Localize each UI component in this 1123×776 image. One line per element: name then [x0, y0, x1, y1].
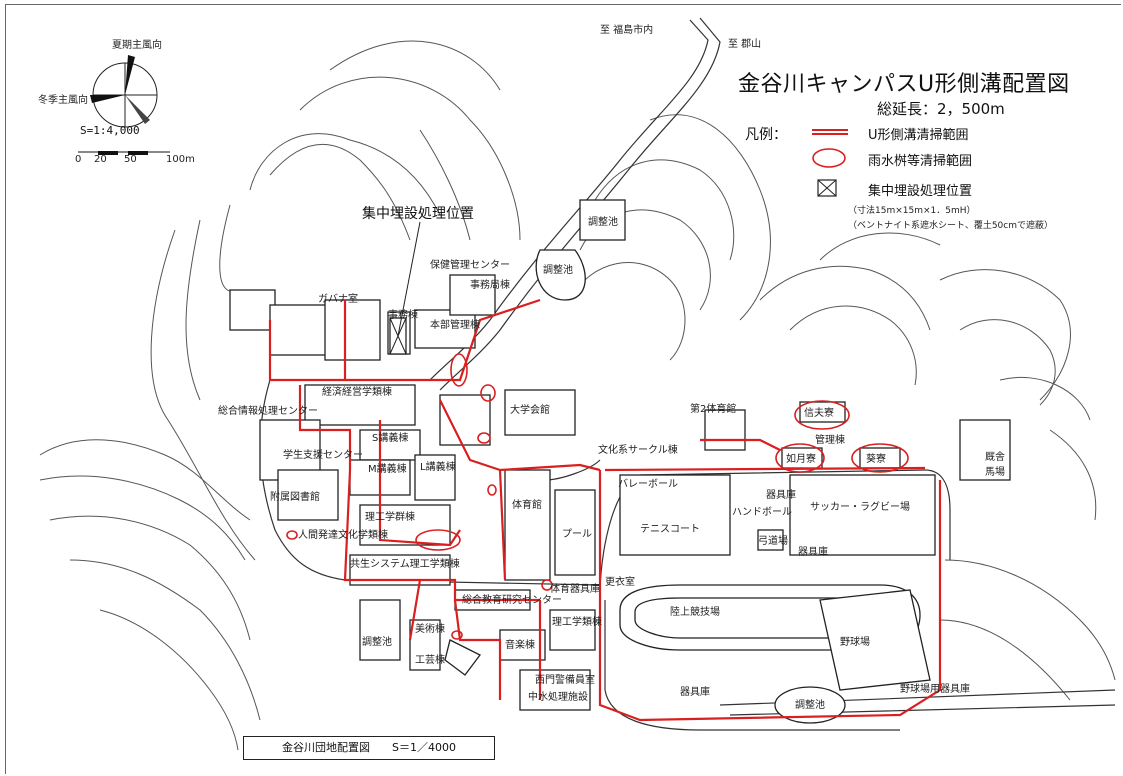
label-tennis: テニスコート — [640, 524, 700, 535]
label-storage-3: 器具庫 — [680, 685, 710, 698]
label-student-center: 学生支援センター — [283, 448, 363, 461]
u-ditch-lines — [268, 298, 942, 722]
label-training: 総合教育研究センター — [462, 593, 562, 606]
label-circle: 文化系サークル棟 — [598, 443, 678, 456]
label-university-hall: 大学会館 — [510, 403, 550, 416]
legend-pit-label: 雨水桝等清掃範囲 — [868, 154, 973, 169]
label-archive: 本部管理棟 — [430, 318, 480, 331]
rain-pit-markers — [286, 353, 909, 640]
label-gym-storage: 体育器具庫 — [550, 582, 600, 595]
label-admin-bld: 事務棟 — [388, 308, 418, 321]
label-track: 陸上競技場 — [670, 605, 720, 618]
label-stable: 馬場 — [985, 465, 1005, 478]
label-burial-site: 集中埋設処理位置 — [362, 205, 474, 222]
legend-ditch-label: U形側溝清掃範囲 — [868, 128, 969, 143]
label-soccer: サッカー・ラグビー場 — [810, 500, 910, 513]
label-shower: 弓道場 — [758, 534, 788, 547]
label-art: 美術棟 — [415, 622, 445, 635]
wind-rose — [90, 55, 158, 128]
label-dorm-2: 如月寮 — [786, 452, 816, 465]
label-gym: 体育館 — [512, 498, 542, 511]
map-frame — [5, 4, 1121, 774]
label-storage-1: 器具庫 — [766, 488, 796, 501]
label-volley: バレーボール — [618, 478, 678, 490]
label-coop: 共生システム理工学類棟 — [350, 557, 460, 570]
label-wind-summer: 夏期主風向 — [112, 38, 162, 51]
label-pool: プール — [562, 528, 592, 540]
label-dorm-3: 葵寮 — [866, 452, 886, 465]
label-human: 人間発達文化学類棟 — [298, 528, 388, 541]
map-title: 金谷川キャンパスU形側溝配置図 — [738, 72, 1070, 97]
scale-tick-50: 50 — [124, 154, 137, 165]
label-dorm-1: 信夫寮 — [804, 406, 834, 419]
label-l-lecture: L講義棟 — [420, 460, 456, 473]
buildings — [229, 199, 1011, 724]
label-road-right: 至 郡山 — [728, 38, 761, 50]
label-pond-3: 調整池 — [362, 635, 392, 648]
label-pond-1: 調整池 — [588, 215, 618, 228]
label-ranch: 厩舎 — [985, 451, 1005, 463]
label-guard: ガバナ室 — [318, 292, 358, 305]
map-caption: 金谷川団地配置図 S＝1／4000 — [243, 736, 495, 760]
label-parking: 野球場用器具庫 — [900, 682, 970, 695]
label-faculty: 経済経営学類棟 — [322, 385, 392, 398]
label-music: 音楽棟 — [505, 638, 535, 651]
label-pond-4: 調整池 — [795, 698, 825, 711]
scale-tick-0: 0 — [75, 154, 81, 165]
legend-marks — [812, 129, 848, 197]
label-craft: 工芸棟 — [415, 653, 445, 666]
label-baseball: 野球場 — [840, 635, 870, 648]
label-pond-2: 調整池 — [543, 263, 573, 276]
scale-tick-20: 20 — [94, 154, 107, 165]
label-gym2: 第2体育館 — [690, 402, 736, 415]
label-m-lecture: M講義棟 — [368, 462, 407, 475]
label-science: 理工学群棟 — [365, 510, 415, 523]
label-storage-2: 器具庫 — [798, 545, 828, 558]
burial-leader-line — [397, 221, 421, 337]
total-length: 総延長：2，500m — [877, 100, 1005, 118]
label-wind-winter: 冬季主風向 — [38, 93, 88, 106]
legend-burial-label: 集中埋設処理位置 — [868, 184, 973, 199]
label-west-gate: 西門警備員室 — [535, 673, 595, 686]
label-water: 中水処理施設 — [528, 690, 588, 703]
label-s-lecture: S講義棟 — [372, 431, 408, 444]
label-office: 事務局棟 — [470, 278, 510, 291]
label-info-center: 総合情報処理センター — [218, 404, 318, 417]
map-labels: 集中埋設処理位置 調整池 調整池 調整池 調整池 保健管理センター 事務局棟 ガ… — [38, 23, 1005, 711]
label-changing: 更衣室 — [605, 575, 635, 588]
label-science-2: 理工学類棟 — [552, 615, 602, 628]
legend-note-sheet: （ベントナイト系遮水シート、覆土50cmで遮蔽） — [848, 221, 1053, 231]
legend-heading: 凡例： — [745, 127, 787, 143]
label-library: 附属図書館 — [270, 490, 320, 503]
label-handball: ハンドボール — [732, 506, 792, 518]
label-health: 保健管理センター — [430, 258, 510, 271]
scale-tick-100: 100m — [166, 154, 195, 165]
scale-bar — [78, 151, 170, 155]
legend-note-size: （寸法15m×15m×1．5mH） — [848, 206, 976, 216]
contour-lines — [39, 40, 1116, 751]
scale-ratio: S=1:4,000 — [80, 124, 140, 137]
label-road-top: 至 福島市内 — [600, 23, 653, 36]
label-mgmt: 管理棟 — [815, 433, 845, 446]
